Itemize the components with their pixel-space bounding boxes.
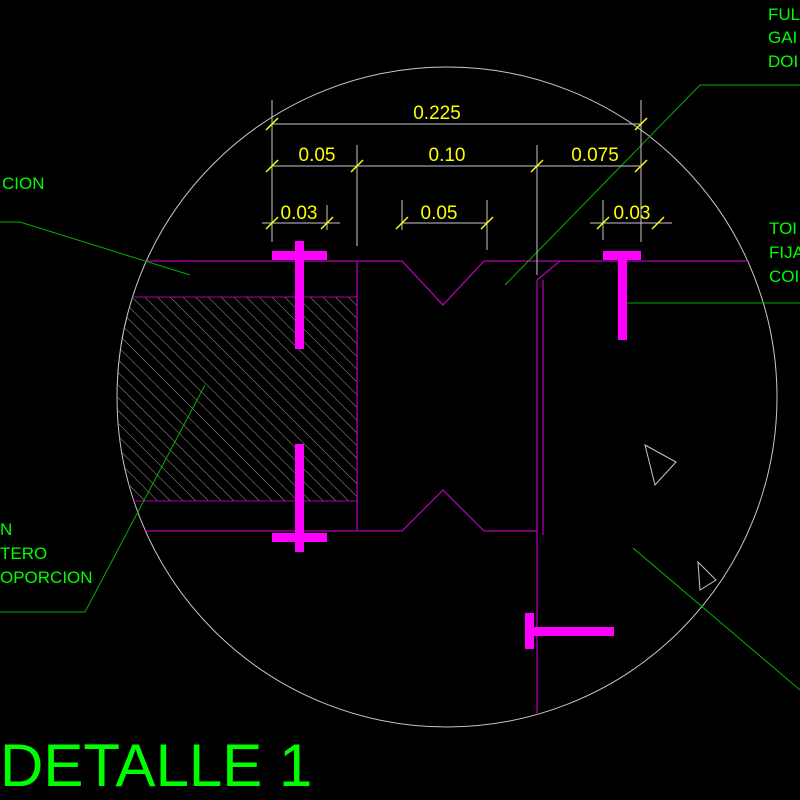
fastener-lower-shaft <box>525 627 614 636</box>
label-mid-right: TOI FIJA COI <box>769 219 800 286</box>
label-top-right-line-2: GAI <box>768 28 797 47</box>
dim-sub-right: 0.03 <box>614 203 651 224</box>
dim-seg-left: 0.05 <box>299 145 336 166</box>
detail-title: DETALLE 1 <box>0 732 312 799</box>
dim-seg-mid: 0.10 <box>429 145 466 166</box>
dim-seg-right: 0.075 <box>571 145 619 166</box>
label-top-right-line-1: FUL <box>768 5 800 24</box>
label-mid-right-line-2: FIJA <box>769 243 800 262</box>
label-top-right: FUL GAI DOI <box>768 5 800 71</box>
fastener-top-right-shaft <box>618 251 627 340</box>
fastener-bottom-left-shaft <box>295 444 304 552</box>
dimension-lines <box>262 100 672 275</box>
label-left-top-line-1: CION <box>2 174 45 193</box>
dim-sub-mid: 0.05 <box>421 203 458 224</box>
label-top-right-line-3: DOI <box>768 52 798 71</box>
dim-overall: 0.225 <box>413 103 461 124</box>
label-mid-right-line-3: COI <box>769 267 799 286</box>
label-left-bottom-line-1: N <box>0 520 12 539</box>
dimension-ticks <box>265 117 665 230</box>
label-left-bottom: N TERO OPORCION <box>0 520 93 587</box>
label-left-top: CION <box>2 174 45 193</box>
label-left-bottom-line-3: OPORCION <box>0 568 93 587</box>
leader-lines <box>0 84 800 691</box>
hatched-wall <box>117 296 358 502</box>
label-mid-right-line-1: TOI <box>769 219 797 238</box>
fasteners <box>272 241 641 649</box>
dim-sub-left: 0.03 <box>281 203 318 224</box>
label-left-bottom-line-2: TERO <box>0 544 47 563</box>
section-markers <box>644 444 717 591</box>
fastener-top-left-shaft <box>295 241 304 349</box>
